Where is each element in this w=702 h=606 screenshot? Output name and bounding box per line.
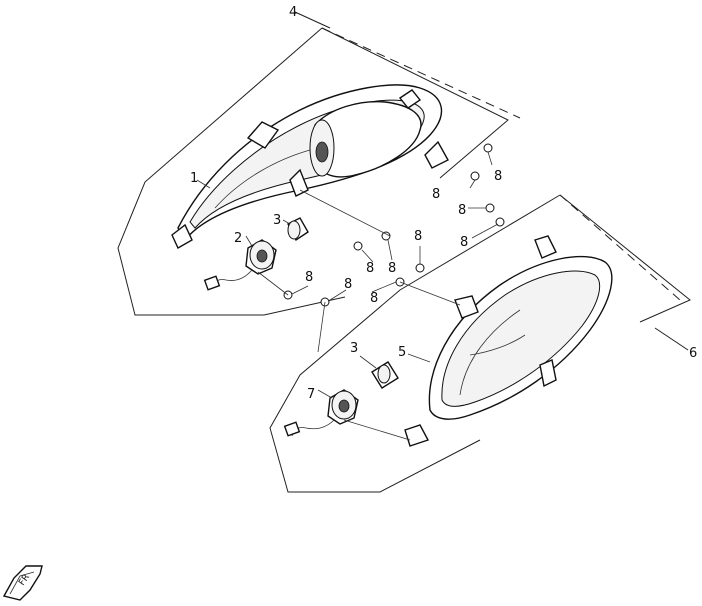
lower-light-housing xyxy=(404,235,613,447)
callout-8: 8 xyxy=(414,229,422,244)
callout-8: 8 xyxy=(366,261,374,276)
callout-1: 1 xyxy=(190,171,198,186)
bulb-socket-lower xyxy=(283,389,359,437)
callout-4: 4 xyxy=(289,5,297,20)
callout-labels: 1 2 3 4 5 6 7 3 8 8 8 8 8 8 8 8 8 8 xyxy=(190,5,697,402)
callout-7: 7 xyxy=(307,387,315,402)
callout-6: 6 xyxy=(689,346,697,361)
callout-8: 8 xyxy=(432,187,440,202)
callout-8: 8 xyxy=(458,203,466,218)
leader-lines xyxy=(196,151,499,441)
callout-3-lower: 3 xyxy=(350,341,358,356)
assembly-group-6-outline xyxy=(269,194,691,493)
callout-5: 5 xyxy=(398,345,406,360)
callout-8: 8 xyxy=(370,291,378,306)
callout-8: 8 xyxy=(494,169,502,184)
bulb-lower xyxy=(371,361,399,389)
callout-8: 8 xyxy=(305,270,313,285)
callout-2: 2 xyxy=(234,231,242,246)
callout-8: 8 xyxy=(344,277,352,292)
callout-8: 8 xyxy=(388,261,396,276)
upper-light-housing xyxy=(171,84,449,249)
bulb-upper xyxy=(287,217,309,242)
bulb-socket-upper xyxy=(203,239,277,291)
assembly-group-4-outline xyxy=(117,11,521,316)
callout-3-upper: 3 xyxy=(273,213,281,228)
callout-8: 8 xyxy=(460,235,468,250)
front-direction-badge: FR xyxy=(2,565,43,601)
